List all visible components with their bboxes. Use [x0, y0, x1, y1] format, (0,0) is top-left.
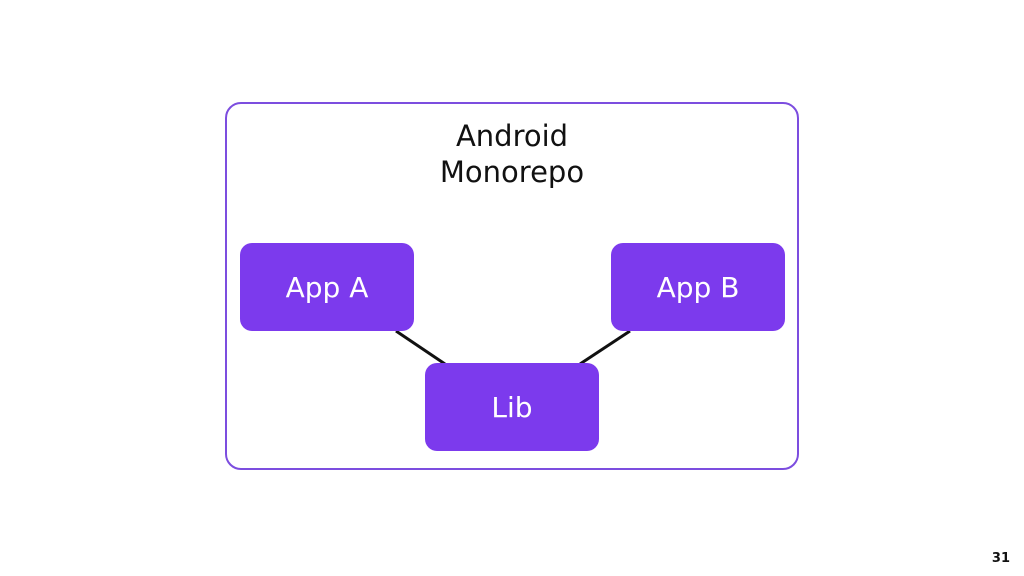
container-title: Android Monorepo — [0, 118, 1024, 190]
edge-app-b-to-lib — [579, 329, 631, 366]
monorepo-container — [225, 102, 799, 470]
node-app-b-label: App B — [656, 270, 740, 304]
node-app-a: App A — [240, 243, 414, 331]
node-lib: Lib — [425, 363, 599, 451]
container-title-line-1: Android — [455, 119, 569, 153]
node-lib-label: Lib — [491, 390, 533, 424]
container-title-line-2: Monorepo — [439, 155, 585, 189]
page-number: 31 — [991, 551, 1010, 566]
edge-app-a-to-lib — [395, 329, 446, 366]
node-app-b: App B — [611, 243, 785, 331]
node-app-a-label: App A — [285, 270, 369, 304]
